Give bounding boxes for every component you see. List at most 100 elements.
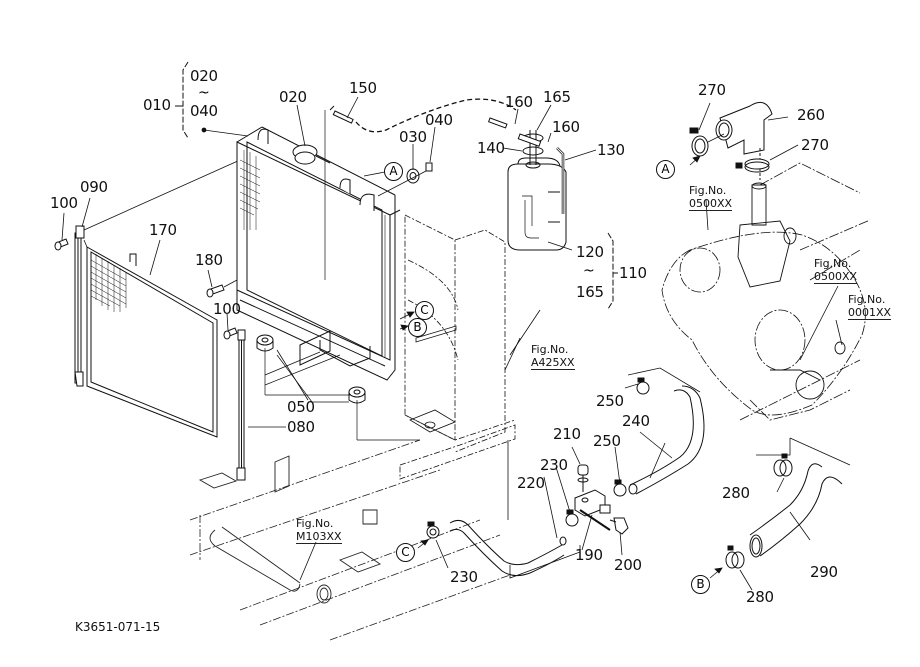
assembly-range-sep-110: ~ (583, 263, 595, 279)
connection-arrows (364, 156, 722, 578)
radiator (237, 127, 400, 380)
assembly-bracket-010 (175, 62, 188, 138)
connection-marker-c-radiator[interactable]: C (415, 301, 434, 320)
radiator-screen (87, 247, 217, 437)
drawing-code: K3651-071-15 (75, 620, 161, 634)
assembly-range-to-110: 165 (576, 283, 604, 301)
part-label-230-lower[interactable]: 230 (450, 568, 478, 586)
joint-190 (575, 490, 610, 530)
fig-ref-prefix: Fig.No. (814, 257, 852, 270)
part-label-220[interactable]: 220 (517, 474, 545, 492)
hose-clamp-250a (637, 378, 649, 394)
fig-ref-number: 0500XX (814, 270, 858, 284)
fig-ref-m103xx[interactable]: Fig.No. M103XX (296, 517, 342, 544)
connection-marker-a-engine[interactable]: A (656, 160, 675, 179)
part-label-090[interactable]: 090 (80, 178, 108, 196)
fig-ref-number: 0001XX (848, 306, 892, 320)
part-label-180[interactable]: 180 (195, 251, 223, 269)
part-label-250-lower[interactable]: 250 (593, 432, 621, 450)
bolt-180 (207, 285, 224, 297)
part-label-100-right[interactable]: 100 (213, 300, 241, 318)
part-label-250-upper[interactable]: 250 (596, 392, 624, 410)
hose-clamp-270b (736, 159, 769, 172)
side-frame-left (75, 226, 84, 386)
water-pump-outlet (770, 342, 845, 399)
plug-210 (578, 465, 588, 492)
hose-clamp-250b (614, 480, 626, 496)
part-label-270-lower[interactable]: 270 (801, 136, 829, 154)
part-label-260[interactable]: 260 (797, 106, 825, 124)
part-label-200[interactable]: 200 (614, 556, 642, 574)
fig-ref-number: M103XX (296, 530, 342, 544)
part-label-150[interactable]: 150 (349, 79, 377, 97)
fig-ref-prefix: Fig.No. (531, 343, 569, 356)
fig-ref-number: 0500XX (689, 197, 733, 211)
part-label-280-upper[interactable]: 280 (722, 484, 750, 502)
thermostat-housing (738, 183, 796, 287)
part-label-230-upper[interactable]: 230 (540, 456, 568, 474)
tank-tube-130 (557, 148, 563, 214)
radiator-core-fins (240, 150, 260, 230)
connection-marker-b-radiator[interactable]: B (408, 318, 427, 337)
bracket-a425 (400, 215, 515, 479)
bracket-tab (410, 326, 456, 432)
part-label-100-left[interactable]: 100 (50, 194, 78, 212)
connection-marker-c-hose[interactable]: C (396, 543, 415, 562)
fig-ref-prefix: Fig.No. (848, 293, 886, 306)
outlet-pipe-260 (716, 102, 772, 180)
bolt-100a (55, 239, 68, 250)
part-label-165[interactable]: 165 (543, 88, 571, 106)
hose-clamp-230a (427, 522, 439, 538)
hose-220 (450, 520, 566, 575)
part-label-080[interactable]: 080 (287, 418, 315, 436)
hose-clamp-280a (774, 454, 792, 476)
part-label-160-lower[interactable]: 160 (552, 118, 580, 136)
assembly-range-from-110: 120 (576, 243, 604, 261)
connection-marker-a-radiator[interactable]: A (384, 162, 403, 181)
assembly-label-110: 110 (619, 264, 647, 282)
overflow-hose (330, 99, 516, 132)
reserve-tank (508, 130, 566, 250)
fig-ref-0500xx-lower[interactable]: Fig.No. 0500XX (814, 257, 858, 284)
fig-ref-prefix: Fig.No. (689, 184, 727, 197)
assembly-label-010: 010 (143, 96, 171, 114)
engine-outline (662, 163, 870, 420)
side-frame-right (237, 330, 245, 480)
fig-ref-number: A425XX (531, 356, 575, 370)
drain-cock-200 (610, 518, 628, 534)
part-label-190[interactable]: 190 (575, 546, 603, 564)
leader-lines (62, 97, 842, 590)
nipple-040 (426, 163, 432, 171)
hose-240 (629, 386, 704, 494)
part-label-210[interactable]: 210 (553, 425, 581, 443)
part-label-040[interactable]: 040 (425, 111, 453, 129)
bolt-100b (224, 328, 237, 339)
hose-clamp-280b (726, 546, 744, 568)
assembly-bracket-110 (608, 233, 618, 309)
hose-290 (750, 464, 842, 557)
assembly-range-from-010: 020 (190, 67, 218, 85)
part-label-050[interactable]: 050 (287, 398, 315, 416)
part-label-280-lower[interactable]: 280 (746, 588, 774, 606)
part-label-020[interactable]: 020 (279, 88, 307, 106)
fig-ref-prefix: Fig.No. (296, 517, 334, 530)
assembly-range-to-010: 040 (190, 102, 218, 120)
chassis-crossbar (200, 456, 380, 603)
rubber-mount-050 (257, 335, 365, 403)
part-label-240[interactable]: 240 (622, 412, 650, 430)
hose-clamp-270a (690, 128, 708, 156)
part-label-030[interactable]: 030 (399, 128, 427, 146)
part-label-160-upper[interactable]: 160 (505, 93, 533, 111)
part-label-130[interactable]: 130 (597, 141, 625, 159)
fig-ref-a425xx[interactable]: Fig.No. A425XX (531, 343, 575, 370)
part-label-170[interactable]: 170 (149, 221, 177, 239)
part-label-270-upper[interactable]: 270 (698, 81, 726, 99)
connection-marker-b-engine[interactable]: B (691, 575, 710, 594)
assembly-range-sep-010: ~ (198, 85, 210, 101)
part-label-290[interactable]: 290 (810, 563, 838, 581)
part-label-140[interactable]: 140 (477, 139, 505, 157)
radiator-cap (293, 145, 330, 164)
fig-ref-0001xx[interactable]: Fig.No. 0001XX (848, 293, 892, 320)
fig-ref-0500xx-upper[interactable]: Fig.No. 0500XX (689, 184, 733, 211)
